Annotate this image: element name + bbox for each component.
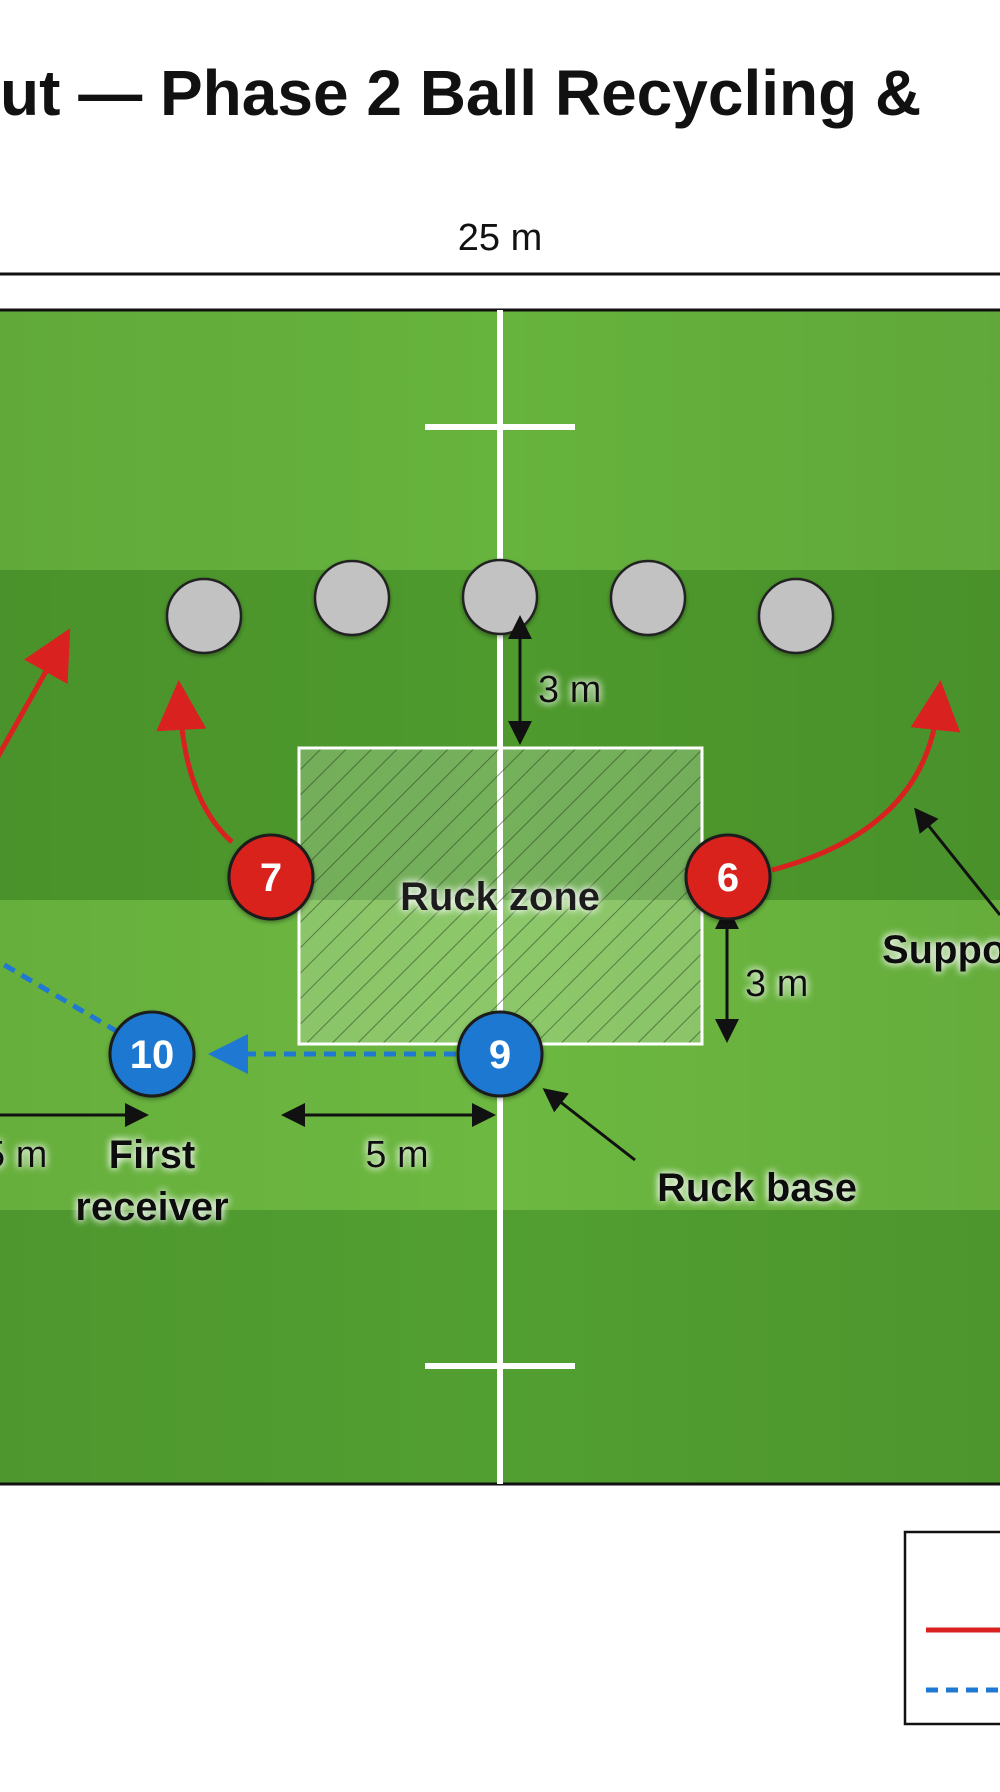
player-10: 10 — [108, 1010, 196, 1098]
defender-marker — [461, 558, 539, 636]
defender-marker — [609, 559, 687, 637]
support-label: Suppo — [882, 928, 1000, 972]
annotation-labels: First receiver Ruck base Suppo — [75, 928, 1000, 1229]
support-runs — [0, 628, 961, 873]
player-marker-6 — [684, 833, 772, 921]
player-marker-7 — [227, 833, 315, 921]
ruck-base-label: Ruck base — [657, 1166, 857, 1210]
measure-label-p10-to-p9: 5 m — [365, 1134, 428, 1176]
pitch-width-label: 25 m — [458, 217, 542, 259]
support-pointer-arrow — [914, 807, 1000, 916]
support-run-arrow-7 — [156, 680, 234, 844]
measure-label-p6-to-ruck-base: 3 m — [745, 963, 808, 1005]
player-number-9: 9 — [489, 1033, 511, 1077]
defender-marker — [313, 559, 391, 637]
measurements: 3 m 3 m 5 m 5 m — [0, 615, 808, 1176]
player-marker-9 — [456, 1010, 544, 1098]
player-marker-10 — [108, 1010, 196, 1098]
annotation-pointers — [542, 807, 1000, 1162]
defender-marker — [757, 577, 835, 655]
diagram-title: ut — Phase 2 Ball Recycling & — [0, 57, 921, 129]
ruck-base-pointer-arrow — [542, 1088, 636, 1162]
pass-lines — [0, 959, 456, 1074]
player-number-7: 7 — [260, 856, 282, 900]
measure-label-left: 5 m — [0, 1134, 47, 1176]
ruck-zone-box — [297, 746, 704, 1046]
player-9: 9 — [456, 1010, 544, 1098]
legend — [903, 1530, 1000, 1726]
ruck-zone: Ruck zone — [297, 746, 704, 1046]
first-receiver-label-line1: First — [109, 1133, 196, 1177]
player-7: 7 — [227, 833, 315, 921]
defender-marker — [165, 577, 243, 655]
player-6: 6 — [684, 833, 772, 921]
player-number-10: 10 — [130, 1033, 175, 1077]
player-number-6: 6 — [717, 856, 739, 900]
measure-label-defline-to-ruck: 3 m — [538, 669, 601, 711]
pass-line-10-outward — [0, 959, 120, 1035]
ruck-zone-label: Ruck zone — [400, 875, 600, 919]
support-run-arrow-6 — [771, 680, 961, 873]
defensive-line — [165, 558, 835, 655]
support-run-arrow-left-edge — [0, 628, 71, 759]
first-receiver-label-line2: receiver — [75, 1185, 228, 1229]
